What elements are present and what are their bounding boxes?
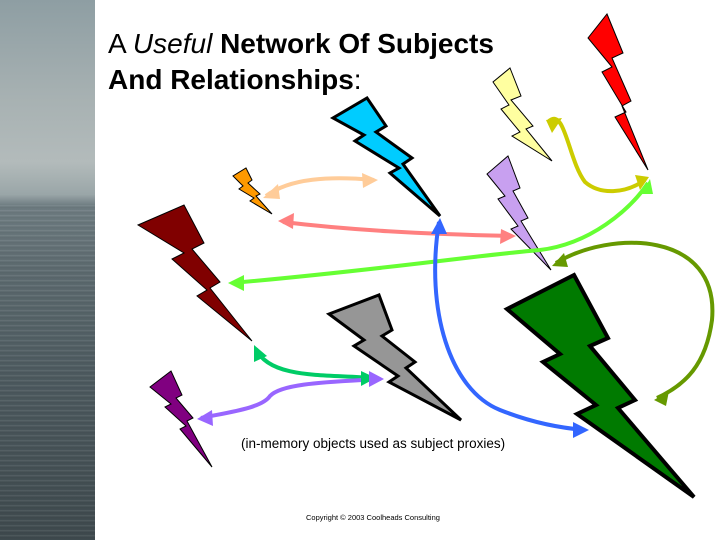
teal-green-arrowhead-right: [361, 371, 376, 386]
blue-double-arrow: [433, 221, 586, 432]
lime-double-arrow: [231, 181, 650, 285]
violet-double-arrow: [200, 377, 381, 420]
diagram-caption: (in-memory objects used as subject proxi…: [241, 436, 506, 451]
orange-lightning-bolt: [232, 167, 273, 215]
gray-lightning-bolt: [325, 293, 463, 422]
salmon-double-arrow: [282, 220, 513, 238]
red-lightning-bolt: [587, 13, 649, 171]
yellow-olive-double-arrow: [546, 117, 647, 194]
teal-green-arrowhead-top: [254, 345, 267, 362]
violet-arrowhead-left: [197, 410, 213, 426]
peach-arrowhead-right: [362, 173, 378, 188]
sea-background-photo: [0, 0, 95, 540]
olive-arrowhead-bottom: [654, 391, 669, 406]
teal-green-double-arrow: [254, 348, 373, 380]
blue-arrowhead-top: [431, 218, 447, 234]
cyan-lightning-bolt: [329, 95, 442, 218]
yellow-olive-arrowhead-right: [635, 175, 649, 190]
title-part-relationships: And Relationships: [108, 64, 354, 95]
peach-double-arrow: [264, 176, 375, 198]
copyright-footer: Copyright © 2003 Coolheads Consulting: [306, 513, 440, 522]
violet-arrowhead-right: [369, 371, 384, 387]
title-colon: :: [353, 64, 362, 95]
green-lightning-bolt: [503, 272, 696, 499]
blue-arrowhead-bottom: [573, 422, 589, 438]
title-part-network: Network Of Subjects: [212, 28, 494, 59]
lime-arrowhead-right: [641, 179, 653, 194]
purple-lightning-bolt: [149, 370, 213, 468]
salmon-arrowhead-left: [278, 213, 294, 229]
salmon-arrowhead-right: [500, 229, 516, 244]
olive-double-arrow: [554, 240, 715, 400]
lime-arrowhead-left: [228, 275, 244, 291]
peach-arrowhead-left: [263, 184, 280, 199]
title-part-useful: Useful: [132, 28, 213, 59]
maroon-lightning-bolt: [136, 204, 253, 342]
cream-lightning-bolt: [492, 67, 553, 162]
olive-arrowhead-top: [552, 253, 568, 267]
yellow-olive-arrowhead-top: [546, 118, 562, 133]
title-part-a: A: [108, 28, 133, 59]
